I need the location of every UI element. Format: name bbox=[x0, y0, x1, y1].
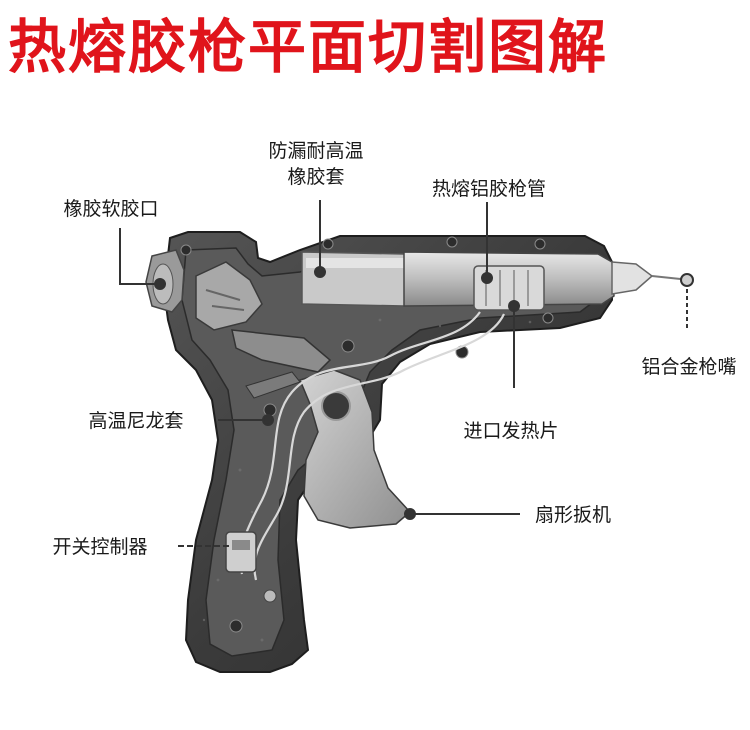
label-fan-trigger: 扇形扳机 bbox=[534, 504, 611, 526]
switch-controller bbox=[225, 531, 277, 603]
label-rubber-mouth: 橡胶软胶口 bbox=[63, 198, 159, 220]
label-alloy-nozzle: 铝合金枪嘴 bbox=[641, 356, 737, 378]
label-rubber-sleeve-line2: 橡胶套 bbox=[287, 166, 345, 188]
alloy-nozzle bbox=[611, 261, 654, 295]
label-aluminum-barrel: 热熔铝胶枪管 bbox=[431, 178, 546, 200]
label-switch-controller: 开关控制器 bbox=[52, 536, 148, 558]
label-nylon-sleeve: 高温尼龙套 bbox=[88, 410, 184, 432]
leader-lines bbox=[119, 200, 694, 547]
internal-wires bbox=[239, 311, 505, 581]
fan-trigger bbox=[298, 369, 412, 529]
body-texture bbox=[202, 318, 532, 642]
label-rubber-sleeve: 防漏耐高温 橡胶套 bbox=[256, 138, 376, 190]
screw-holes bbox=[180, 236, 554, 633]
nylon-sleeve bbox=[231, 329, 332, 373]
label-rubber-sleeve-line1: 防漏耐高温 bbox=[268, 140, 364, 162]
label-heater-plate: 进口发热片 bbox=[463, 420, 559, 442]
page-title: 热熔胶枪平面切割图解 bbox=[8, 13, 609, 81]
leader-rubber-mouth bbox=[119, 228, 160, 285]
